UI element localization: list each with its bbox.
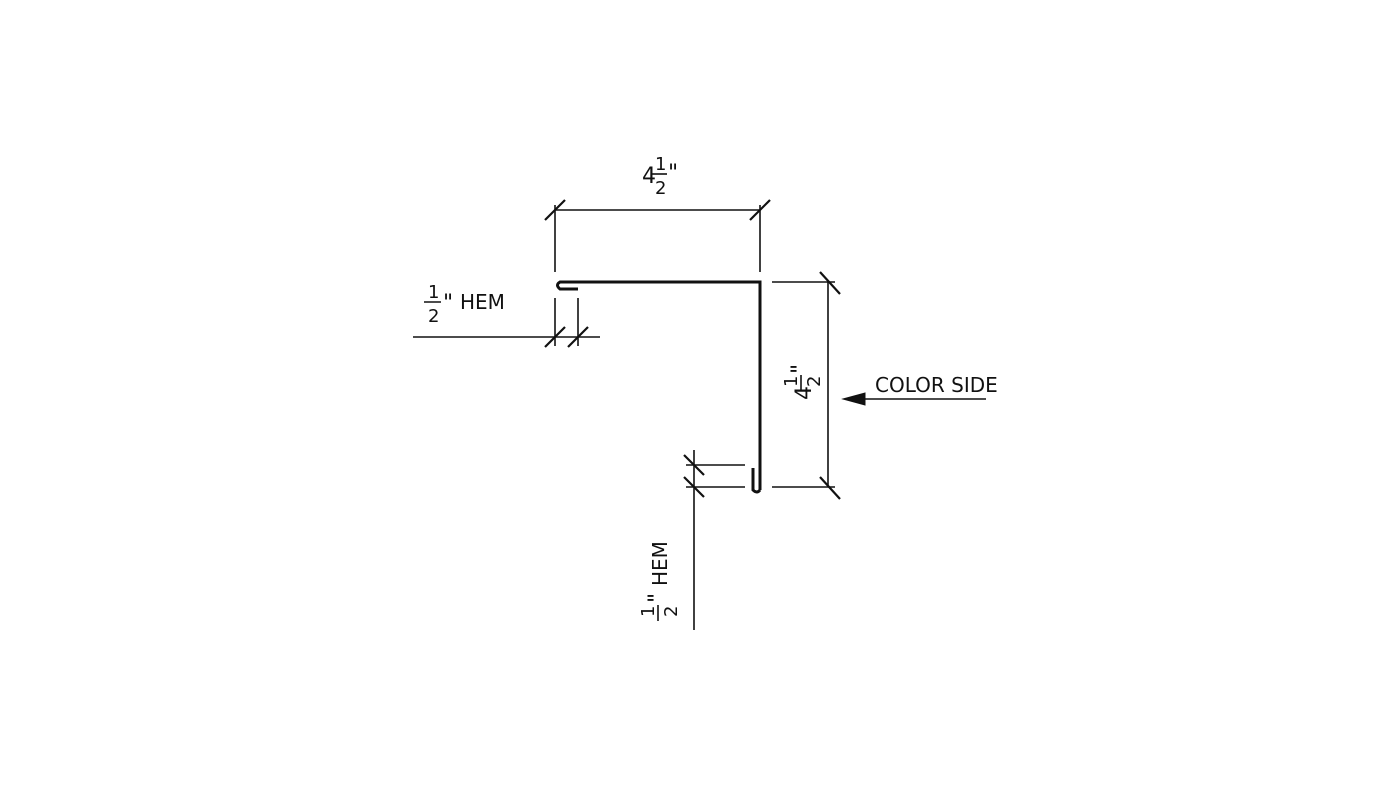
top-dim-unit: " (668, 161, 678, 186)
color-side-callout: COLOR SIDE (841, 373, 998, 406)
bottom-hem-numerator: 1 (638, 606, 659, 617)
bottom-hem-label: 1 2 " HEM (638, 541, 682, 621)
bottom-hem-fold (751, 468, 762, 494)
right-dim-label: 4 1 2 " (781, 364, 825, 400)
top-hem-tick-left (544, 326, 566, 348)
top-hem-dimension: 1 2 " HEM (413, 282, 600, 348)
top-dim-numerator: 1 (655, 154, 666, 175)
right-dim-denominator: 2 (804, 376, 825, 387)
color-side-arrowhead (841, 392, 866, 406)
right-dim-numerator: 1 (781, 376, 802, 387)
flashing-profile (556, 280, 762, 494)
top-dim-denominator: 2 (655, 178, 666, 199)
top-hem-fold (556, 280, 578, 291)
top-hem-tick-right (567, 326, 589, 348)
profile-top-leg (578, 280, 762, 490)
top-dim-tick-right (749, 199, 771, 221)
right-dimension: 4 1 2 " (772, 271, 841, 500)
right-dim-tick-top (819, 271, 841, 295)
top-dimension: 4 1 2 " (544, 154, 771, 272)
bottom-hem-denominator: 2 (661, 606, 682, 617)
top-hem-unit: " (443, 291, 453, 316)
bottom-hem-tick-top (683, 454, 705, 476)
bottom-hem-unit: " (645, 593, 670, 603)
top-hem-denominator: 2 (428, 306, 439, 327)
right-dim-tick-bottom (819, 476, 841, 500)
bottom-hem-text: HEM (648, 541, 672, 586)
bottom-hem-dimension: 1 2 " HEM (638, 450, 745, 630)
top-dim-tick-left (544, 199, 566, 221)
right-dim-whole: 4 (792, 386, 817, 400)
bottom-hem-tick-bottom (683, 476, 705, 498)
top-dim-whole: 4 (642, 164, 656, 189)
right-dim-unit: " (788, 364, 813, 374)
top-hem-text: HEM (460, 290, 505, 314)
color-side-text: COLOR SIDE (875, 373, 998, 397)
top-hem-numerator: 1 (428, 282, 439, 303)
